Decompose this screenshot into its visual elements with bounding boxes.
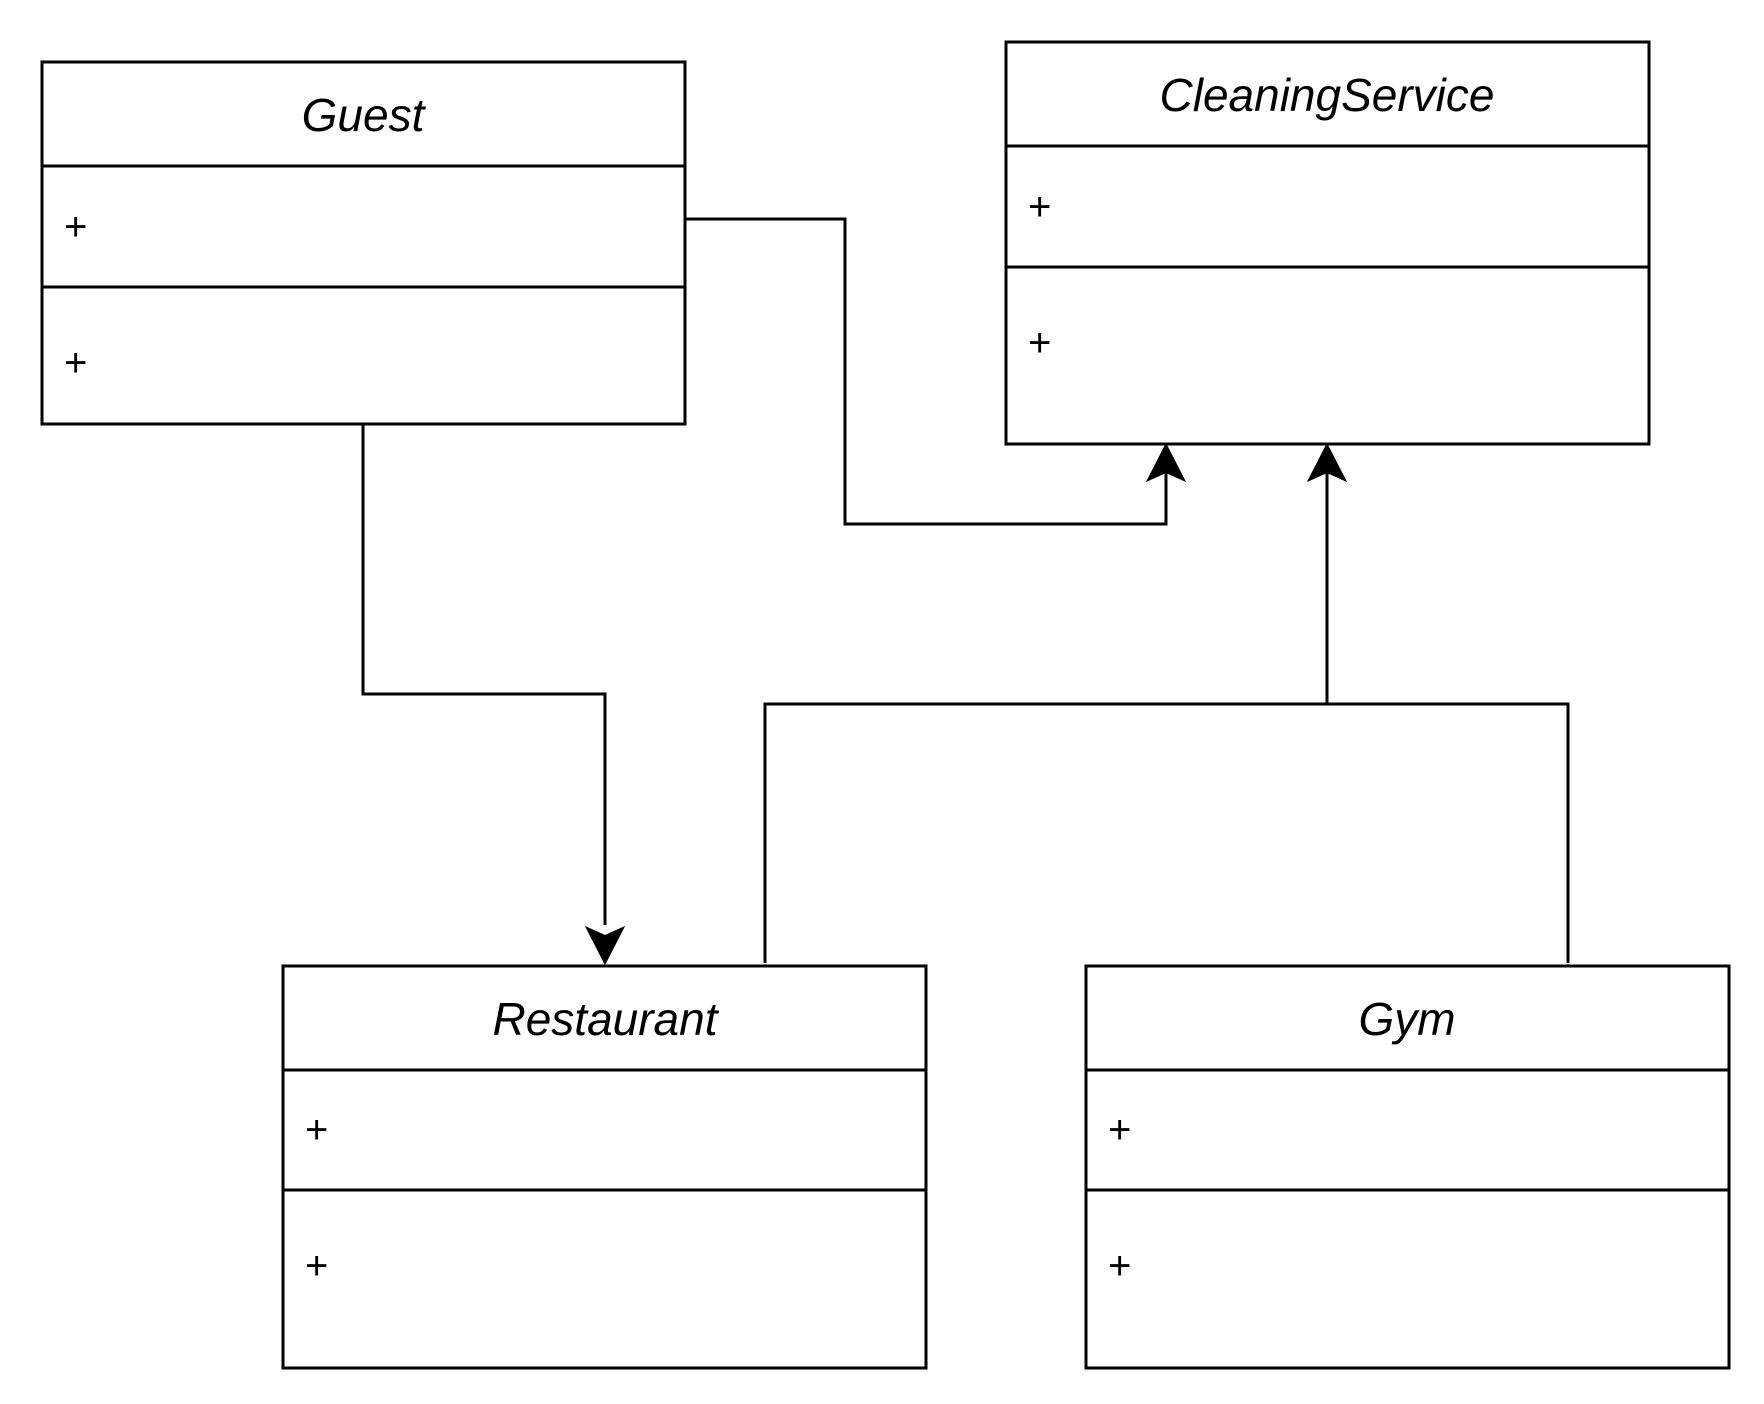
class-restaurant-name: Restaurant [492,993,719,1045]
class-guest-method: + [64,341,87,385]
class-cleaningservice-method: + [1028,321,1051,365]
edge-gym-to-cleaningservice[interactable] [1327,702,1570,963]
edge-guest-to-restaurant[interactable] [361,424,607,925]
class-gym-method: + [1108,1244,1131,1288]
class-guest-attribute: + [64,205,87,249]
edge-guest-to-cleaningservice[interactable] [685,217,1168,526]
arrowhead-cleaningservice-center [1306,442,1348,483]
class-cleaningservice-name: CleaningService [1160,69,1495,121]
class-restaurant-attribute: + [305,1108,328,1152]
class-guest-name: Guest [302,89,427,141]
class-cleaningservice-box [1004,40,1651,446]
arrowhead-restaurant [584,925,626,966]
class-cleaningservice[interactable]: CleaningService + + [1004,40,1651,446]
class-restaurant[interactable]: Restaurant + + [281,964,928,1370]
class-guest-box [40,60,687,426]
class-cleaningservice-attribute: + [1028,185,1051,229]
arrowhead-cleaningservice-left [1145,442,1187,483]
class-guest[interactable]: Guest + + [40,60,687,426]
edge-restaurant-to-cleaningservice[interactable] [763,702,1327,963]
class-restaurant-box [281,964,928,1370]
class-gym-name: Gym [1358,993,1455,1045]
class-restaurant-method: + [305,1244,328,1288]
class-gym-box [1084,964,1731,1370]
class-gym[interactable]: Gym + + [1084,964,1731,1370]
class-gym-attribute: + [1108,1108,1131,1152]
